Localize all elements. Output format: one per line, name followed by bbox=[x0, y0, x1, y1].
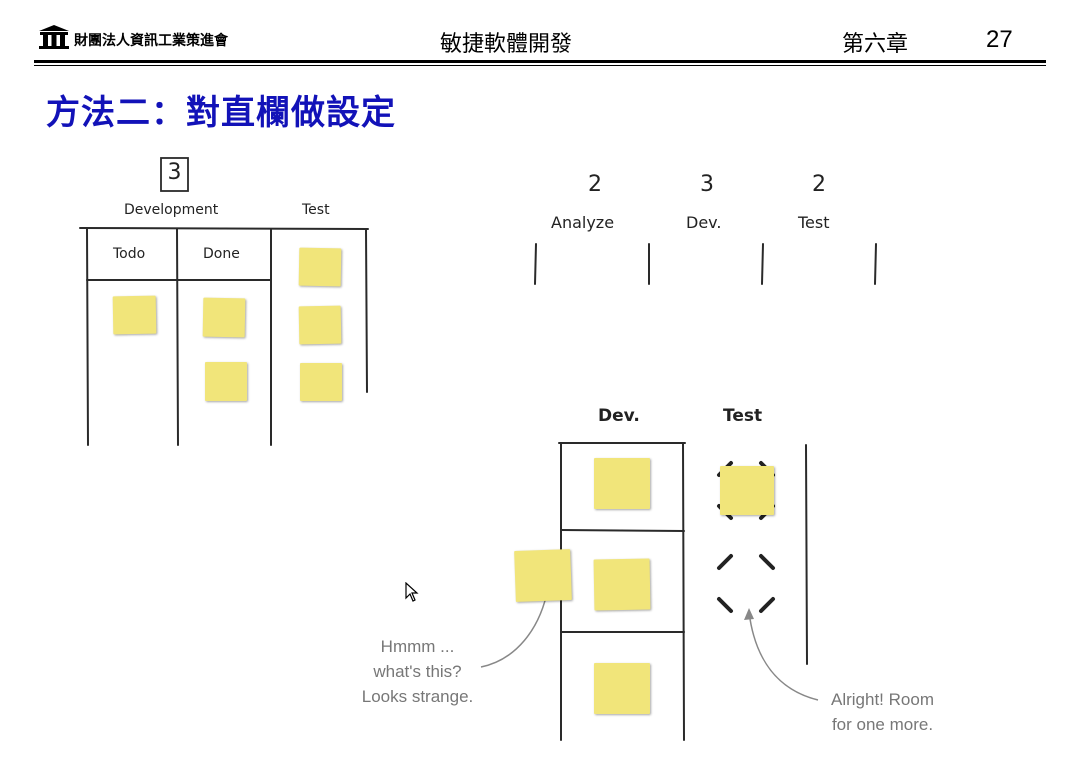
sticky-note bbox=[202, 297, 246, 338]
org-name: 財團法人資訊工業策進會 bbox=[74, 33, 228, 49]
sticky-note bbox=[298, 305, 342, 345]
wip-limit-dev: 3 bbox=[700, 172, 714, 197]
page-number: 27 bbox=[986, 26, 1013, 53]
caption-room: Alright! Room for one more. bbox=[815, 687, 950, 737]
caption-line: what's this? bbox=[373, 662, 462, 681]
slide-title: 方法二：對直欄做設定 bbox=[46, 93, 396, 133]
sticky-note bbox=[593, 558, 651, 611]
chapter-label: 第六章 bbox=[842, 32, 909, 57]
caption-line: for one more. bbox=[831, 715, 934, 734]
sticky-note bbox=[720, 466, 774, 515]
sticky-note bbox=[300, 363, 342, 401]
sticky-note bbox=[112, 295, 157, 335]
column-label-test: Test bbox=[302, 202, 330, 218]
column-label-dev: Dev. bbox=[598, 406, 640, 426]
column-label-analyze: Analyze bbox=[551, 213, 615, 232]
header-rule bbox=[34, 60, 1046, 63]
wip-limit: 3 bbox=[167, 160, 182, 185]
sticky-note bbox=[594, 458, 650, 509]
column-label-dev: Dev. bbox=[686, 213, 722, 232]
column-label-todo: Todo bbox=[113, 246, 146, 262]
caption-line: Looks strange. bbox=[361, 687, 474, 706]
sticky-note bbox=[205, 362, 247, 401]
course-title: 敏捷軟體開發 bbox=[440, 32, 573, 57]
institute-logo-icon bbox=[39, 25, 69, 49]
column-label-test: Test bbox=[798, 213, 830, 232]
column-group-label: Development bbox=[124, 202, 219, 218]
caption-line: Alright! Room bbox=[831, 690, 934, 709]
wip-limit-analyze: 2 bbox=[588, 172, 602, 197]
column-label-done: Done bbox=[203, 246, 240, 262]
header-rule-thin bbox=[34, 65, 1046, 66]
sticky-note bbox=[594, 663, 650, 714]
column-label-test: Test bbox=[723, 406, 763, 426]
caption-line: Hmmm ... bbox=[380, 637, 455, 656]
wip-limit-test: 2 bbox=[812, 172, 826, 197]
sticky-note bbox=[298, 247, 342, 287]
mouse-pointer-icon bbox=[405, 582, 419, 602]
sticky-note-outside bbox=[514, 549, 572, 602]
caption-strange: Hmmm ... what's this? Looks strange. bbox=[345, 634, 490, 709]
